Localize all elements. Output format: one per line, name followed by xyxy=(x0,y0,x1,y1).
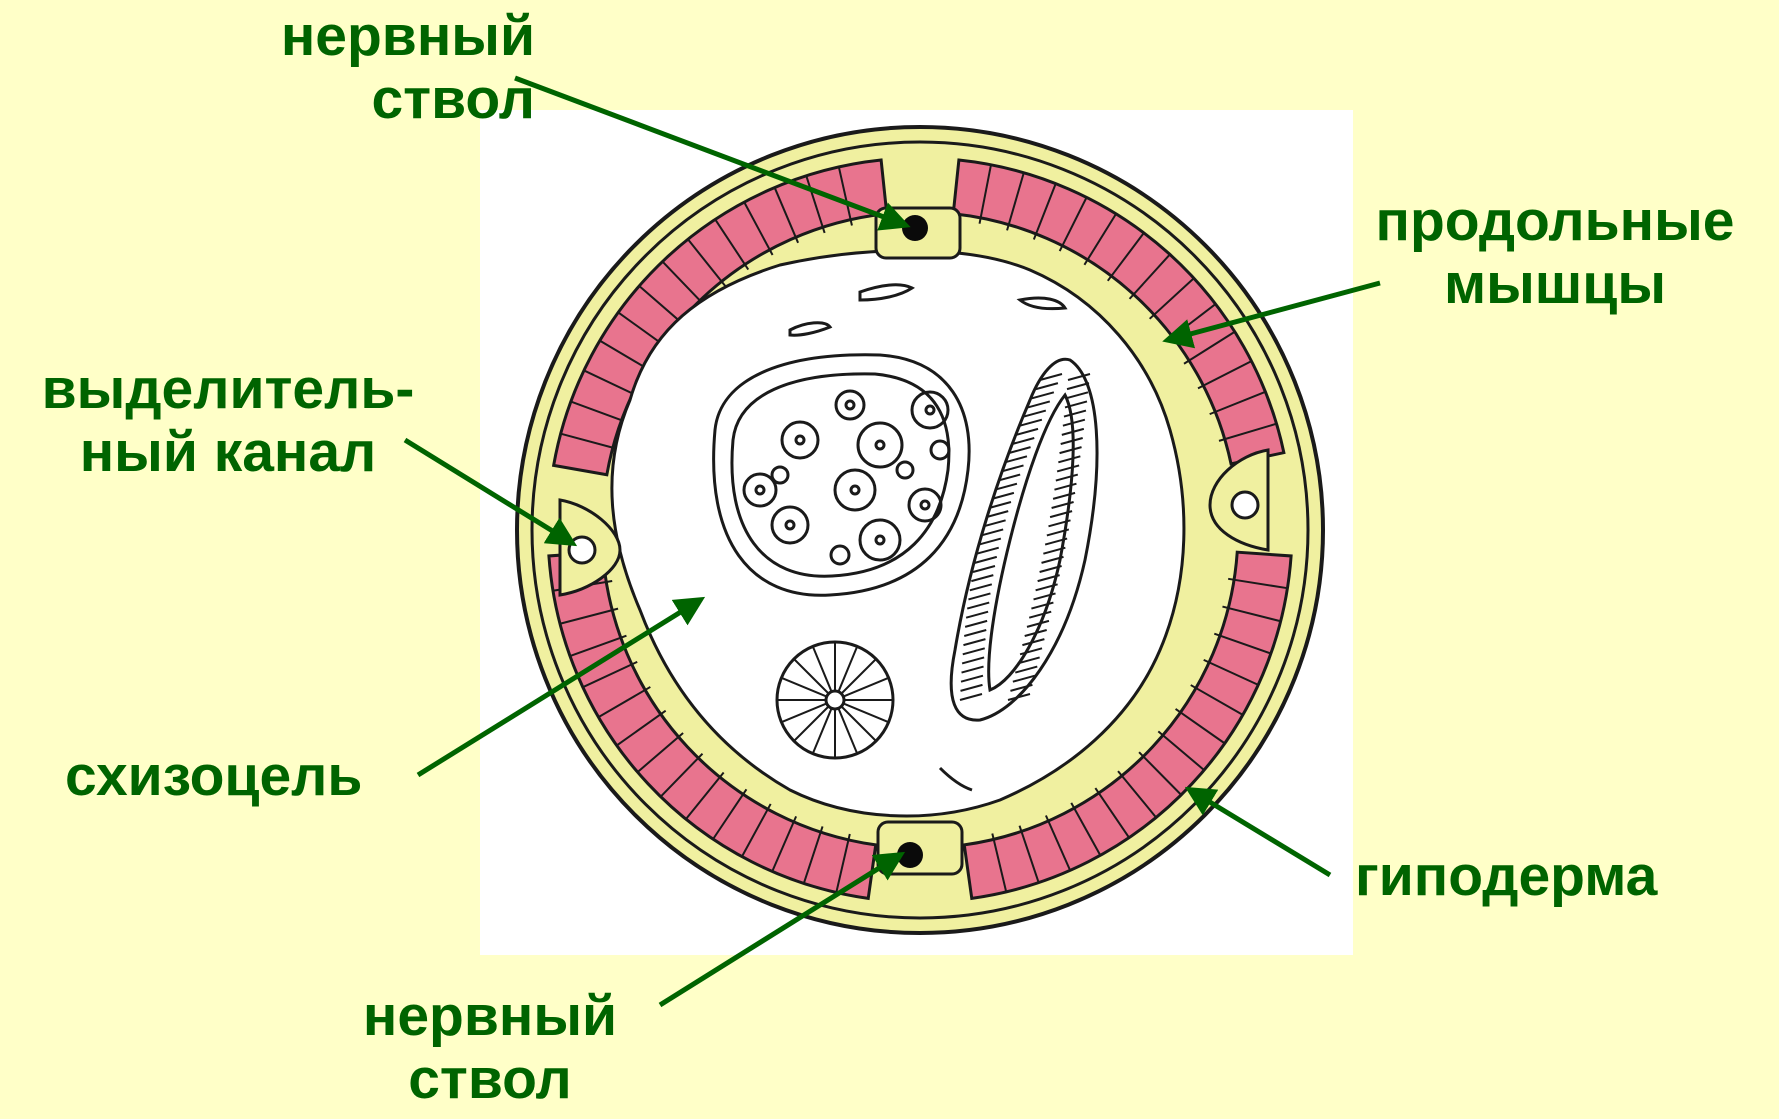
label-nerve-cord-bottom: нервный ствол xyxy=(345,985,635,1111)
label-hypodermis: гиподерма xyxy=(1355,845,1755,908)
label-nerve-cord-top: нервный ствол xyxy=(245,5,535,131)
label-longitudinal-muscles: продольные мышцы xyxy=(1345,190,1765,316)
dorsal-nerve-cord xyxy=(876,208,960,258)
label-excretory-canal: выделитель- ный канал xyxy=(8,358,448,484)
ventral-nerve-cord xyxy=(878,822,962,874)
label-schizocoel: схизоцель xyxy=(65,745,415,808)
